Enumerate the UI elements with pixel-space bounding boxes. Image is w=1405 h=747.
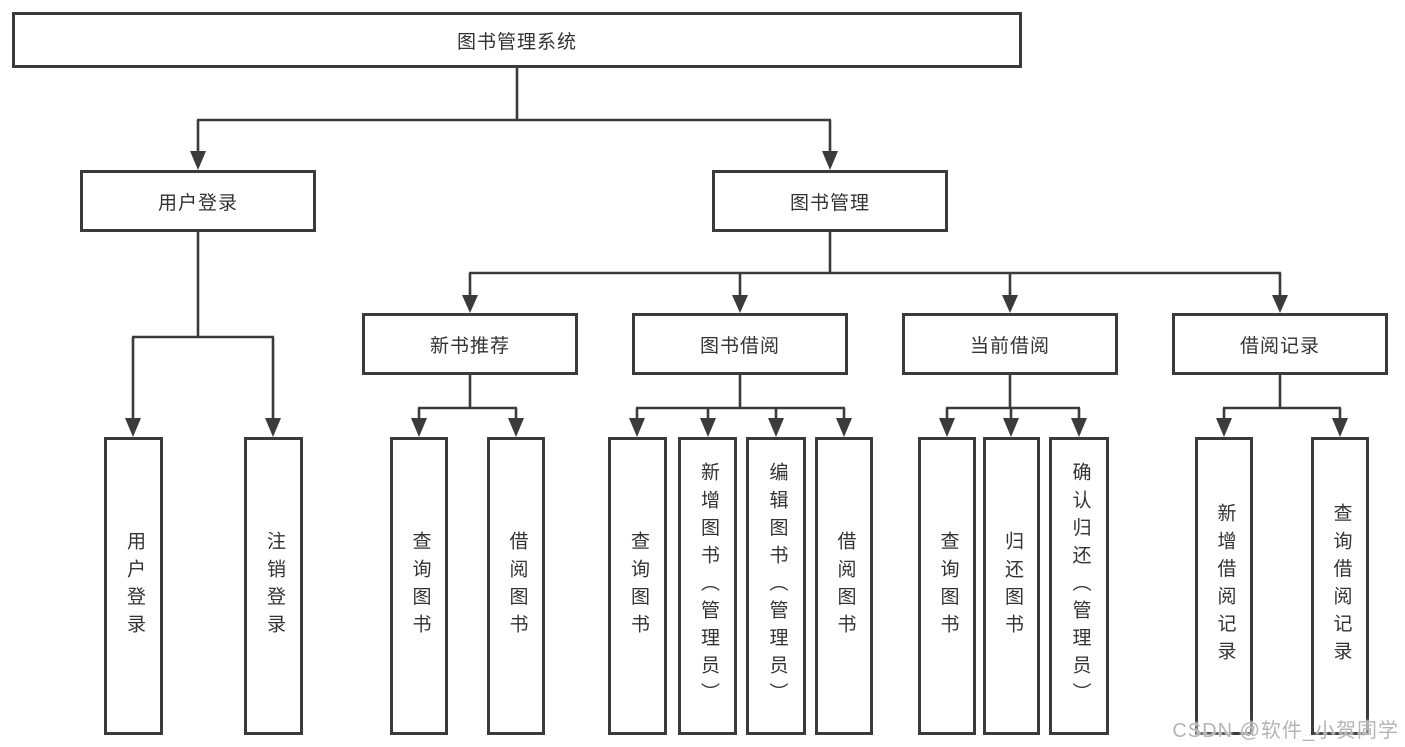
node-label: 注销登录 — [263, 530, 285, 642]
leaf-add-borrow-record: 新增借阅记录 — [1195, 437, 1253, 735]
node-label: 查询图书 — [937, 530, 959, 642]
leaf-add-books-admin: 新增图书（管理员） — [678, 437, 737, 735]
node-label: 查询图书 — [409, 530, 431, 642]
node-label: 当前借阅 — [969, 335, 1050, 357]
leaf-query-books-current: 查询图书 — [918, 437, 976, 735]
node-book-borrowing: 图书借阅 — [632, 313, 848, 375]
node-library-management-system: 图书管理系统 — [12, 12, 1022, 68]
leaf-borrow-books-recommend: 借阅图书 — [487, 437, 545, 735]
leaf-user-login: 用户登录 — [104, 437, 163, 735]
node-label: 查询借阅记录 — [1330, 503, 1352, 669]
node-book-management-branch: 图书管理 — [712, 170, 948, 232]
node-label: 用户登录 — [157, 192, 238, 214]
node-label: 编辑图书（管理员） — [766, 462, 788, 710]
leaf-return-books: 归还图书 — [983, 437, 1040, 735]
node-label: 图书管理系统 — [456, 31, 577, 53]
leaf-query-borrow-record: 查询借阅记录 — [1311, 437, 1369, 735]
node-label: 归还图书 — [1001, 530, 1023, 642]
node-label: 用户登录 — [123, 530, 145, 642]
node-label: 借阅图书 — [834, 530, 856, 642]
leaf-query-books-borrowing: 查询图书 — [608, 437, 667, 735]
node-label: 图书借阅 — [699, 335, 780, 357]
node-label: 新增图书（管理员） — [697, 462, 719, 710]
leaf-confirm-return-admin: 确认归还（管理员） — [1049, 437, 1109, 735]
node-new-book-recommendation: 新书推荐 — [362, 313, 578, 375]
node-label: 借阅图书 — [506, 530, 528, 642]
leaf-borrow-books: 借阅图书 — [815, 437, 873, 735]
leaf-query-books-recommend: 查询图书 — [390, 437, 448, 735]
node-user-login-branch: 用户登录 — [80, 170, 316, 232]
node-label: 新增借阅记录 — [1214, 503, 1236, 669]
node-label: 新书推荐 — [429, 335, 510, 357]
leaf-logout: 注销登录 — [244, 437, 303, 735]
node-label: 图书管理 — [789, 192, 870, 214]
node-borrowing-records: 借阅记录 — [1172, 313, 1388, 375]
node-label: 确认归还（管理员） — [1069, 462, 1091, 710]
node-label: 借阅记录 — [1239, 335, 1320, 357]
node-label: 查询图书 — [627, 530, 649, 642]
node-current-borrowing: 当前借阅 — [902, 313, 1118, 375]
leaf-edit-books-admin: 编辑图书（管理员） — [746, 437, 806, 735]
